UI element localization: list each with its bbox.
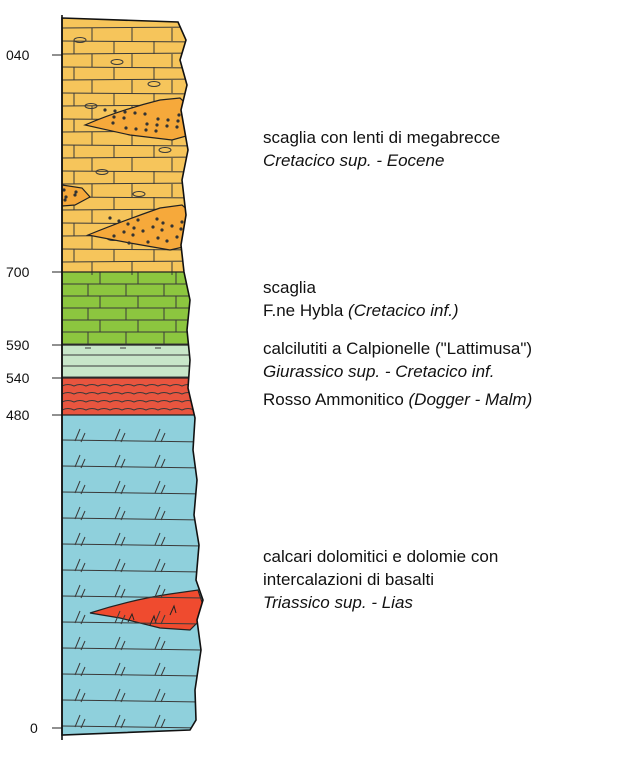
desc-line: Rosso Ammonitico (Dogger - Malm) <box>263 388 532 411</box>
desc-line: Triassico sup. - Lias <box>263 591 498 614</box>
desc-line: scaglia con lenti di megabrecce <box>263 126 500 149</box>
desc-line: Giurassico sup. - Cretacico inf. <box>263 360 532 383</box>
desc-line: Cretacico sup. - Eocene <box>263 149 500 172</box>
desc-line: F.ne Hybla (Cretacico inf.) <box>263 299 459 322</box>
depth-label-040: 040 <box>6 47 29 63</box>
description-calcari-dolomitici: calcari dolomitici e dolomie con interca… <box>263 545 498 614</box>
desc-line: calcari dolomitici e dolomie con <box>263 545 498 568</box>
depth-label-590: 590 <box>6 337 29 353</box>
description-rosso-ammonitico: Rosso Ammonitico (Dogger - Malm) <box>263 388 532 411</box>
depth-label-540: 540 <box>6 370 29 386</box>
depth-label-480: 480 <box>6 407 29 423</box>
layer-calcilutiti-lattimusa <box>50 345 220 378</box>
depth-label-700: 700 <box>6 264 29 280</box>
depth-label-0: 0 <box>30 720 38 736</box>
description-calcilutiti: calcilutiti a Calpionelle ("Lattimusa") … <box>263 337 532 383</box>
description-scaglia-hybla: scaglia F.ne Hybla (Cretacico inf.) <box>263 276 459 322</box>
desc-line: scaglia <box>263 276 459 299</box>
desc-line: calcilutiti a Calpionelle ("Lattimusa") <box>263 337 532 360</box>
depth-axis <box>52 55 62 728</box>
desc-line: intercalazioni di basalti <box>263 568 498 591</box>
description-scaglia-megabrecce: scaglia con lenti di megabrecce Cretacic… <box>263 126 500 172</box>
